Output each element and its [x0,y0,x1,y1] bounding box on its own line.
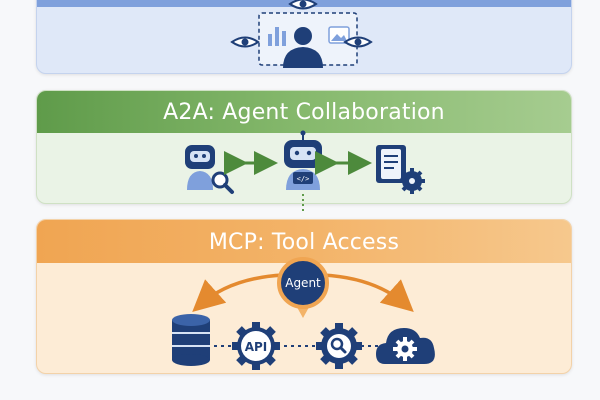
api-label: API [245,340,268,354]
eye-icon [343,36,373,48]
eye-icon [230,36,260,48]
cloud-gear-icon [376,328,435,364]
curved-arrow-right [322,273,414,313]
a2a-title: A2A: Agent Collaboration [37,91,571,133]
coding-robot-icon: </> [284,130,322,190]
eye-icon [288,0,318,10]
curved-arrow-left [192,273,284,313]
agent-node-icon: Agent [277,257,329,309]
mcp-title: MCP: Tool Access [37,220,571,263]
image-icon [328,26,350,44]
search-robot-icon [185,145,234,194]
agent-label: Agent [285,276,321,290]
svg-text:</>: </> [297,175,310,183]
database-icon [172,314,210,366]
search-gear-icon [316,323,362,369]
bar-chart-icon [268,27,286,46]
person-icon [283,27,323,68]
api-gear-icon: API [232,322,280,370]
document-gear-icon [376,145,425,194]
